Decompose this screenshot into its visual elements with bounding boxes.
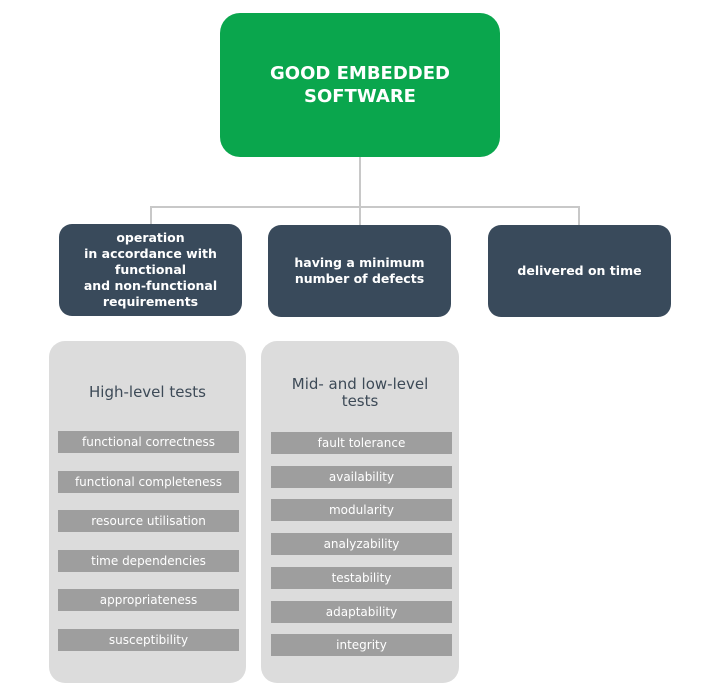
test-item: appropriateness bbox=[58, 589, 239, 612]
connector-vertical bbox=[359, 157, 361, 207]
requirement-defects: having a minimum number of defects bbox=[268, 225, 451, 317]
test-item: availability bbox=[271, 465, 452, 488]
connector-horizontal bbox=[150, 206, 580, 208]
requirement-on-time: delivered on time bbox=[488, 225, 671, 317]
test-item: integrity bbox=[271, 634, 452, 657]
test-item: resource utilisation bbox=[58, 510, 239, 533]
root-label: GOOD EMBEDDED SOFTWARE bbox=[270, 63, 450, 107]
test-item: testability bbox=[271, 566, 452, 589]
requirement-functional: operation in accordance with functional … bbox=[59, 224, 242, 316]
test-item: fault tolerance bbox=[271, 432, 452, 454]
connector-left bbox=[150, 206, 152, 225]
root-node: GOOD EMBEDDED SOFTWARE bbox=[220, 13, 500, 157]
test-item: adaptability bbox=[271, 600, 452, 623]
test-item: susceptibility bbox=[58, 629, 239, 651]
connector-right bbox=[578, 206, 580, 225]
panel-title: High-level tests bbox=[89, 383, 206, 401]
panel-mid-low-level-tests: Mid- and low-level tests fault tolerance… bbox=[261, 341, 459, 683]
test-item: modularity bbox=[271, 499, 452, 522]
connector-mid bbox=[359, 206, 361, 225]
panel-title: Mid- and low-level tests bbox=[291, 375, 429, 410]
test-item: time dependencies bbox=[58, 549, 239, 572]
test-item: functional correctness bbox=[58, 431, 239, 453]
test-item: analyzability bbox=[271, 533, 452, 556]
test-item: functional completeness bbox=[58, 470, 239, 493]
panel-high-level-tests: High-level tests functional correctness f… bbox=[49, 341, 246, 683]
